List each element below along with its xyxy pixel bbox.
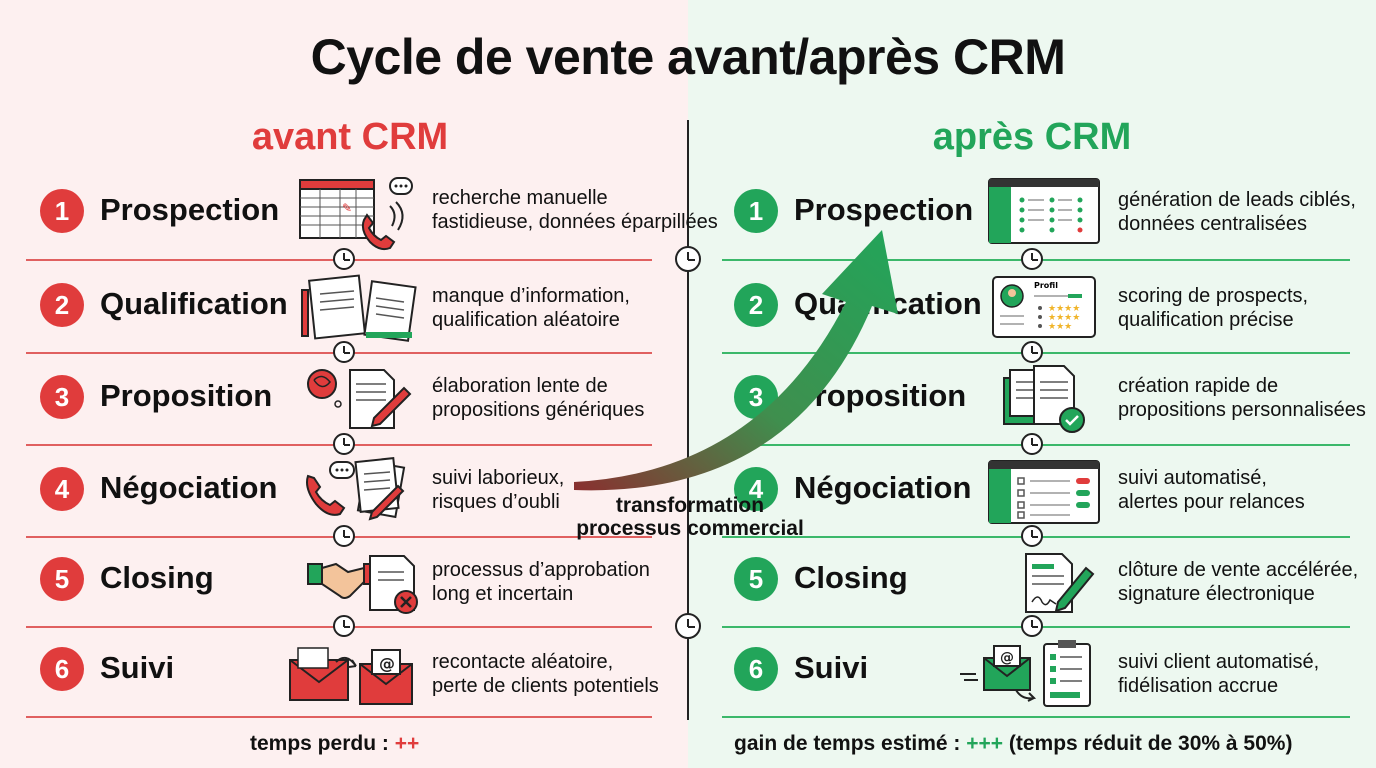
svg-text:★★★★: ★★★★ [1048,313,1080,323]
clock-icon [333,248,355,270]
step-number-badge: 4 [734,467,778,511]
stage-label: Qualification [100,286,288,321]
handshake-contract-icon [307,555,418,614]
profile-scoring-icon: Profil ★★★★★★★★★★★ [992,276,1096,338]
clock-icon [675,613,701,639]
stage-label: Prospection [794,192,974,227]
clock-icon [1021,433,1043,455]
phone-documents-icon [306,457,406,521]
document-pen-icon [307,369,412,429]
before-row-qualification: 2 Qualification [40,262,680,352]
clock-icon [1021,248,1043,270]
before-panel [0,0,688,768]
clock-icon [675,246,701,272]
page-title: Cycle de vente avant/après CRM [310,29,1066,85]
after-row-negociation: 4 Négociation [734,446,1354,536]
step-number-badge: 3 [40,375,84,419]
stage-label: Closing [100,560,214,595]
stage-label: Négociation [100,470,278,505]
step-number-badge: 4 [40,467,84,511]
stage-description: scoring de prospects,qualification préci… [1118,285,1309,331]
automation-dashboard-icon [988,460,1100,524]
stage-label: Proposition [100,378,273,413]
dashboard-icon [988,178,1100,244]
step-number-badge: 5 [40,557,84,601]
after-row-suivi: 6 Suivi [734,626,1354,716]
before-row-suivi: 6 Suivi [40,626,680,716]
stage-description: suivi automatisé,alertes pour relances [1118,467,1305,513]
stage-description: génération de leads ciblés,données centr… [1118,189,1356,235]
spreadsheet-phone-icon: ✎ [299,177,413,251]
step-number-badge: 2 [734,283,778,327]
stage-label: Suivi [794,650,869,685]
clock-icon [1021,525,1043,547]
svg-text:★★★★: ★★★★ [1048,304,1080,314]
document-check-icon [1003,365,1085,433]
before-row-proposition: 3 Proposition [40,354,680,444]
stage-label: Suivi [100,650,175,685]
svg-text:@: @ [1000,650,1014,666]
step-number-badge: 6 [40,647,84,691]
after-footer: gain de temps estimé : +++ (temps réduit… [734,732,1293,755]
stage-description: suivi client automatisé,fidélisation acc… [1118,651,1320,697]
email-checklist-icon: @ [960,640,1091,707]
notebook-icon [301,274,417,342]
step-number-badge: 2 [40,283,84,327]
after-heading: après CRM [932,116,1132,158]
clock-icon [1021,615,1043,637]
stage-description: suivi laborieux,risques d’oubli [432,467,565,513]
center-divider [687,120,689,720]
clock-icon [1021,341,1043,363]
transformation-arrow [574,230,898,491]
profile-label: Profil [1034,281,1058,290]
stage-description: manque d’information,qualification aléat… [432,285,630,331]
stage-description: recontacte aléatoire,perte de clients po… [432,651,659,697]
contract-signature-icon [1025,553,1095,613]
step-number-badge: 6 [734,647,778,691]
clock-icon [333,341,355,363]
clock-icon [333,525,355,547]
step-number-badge: 5 [734,557,778,601]
clock-icon [333,433,355,455]
before-row-prospection: 1 Prospection [40,168,680,258]
envelope-icon: @ [289,647,413,705]
row-separator [26,716,652,718]
svg-text:@: @ [379,654,395,673]
stage-label: Négociation [794,470,972,505]
step-number-badge: 1 [40,189,84,233]
before-row-negociation: 4 Négociation [40,446,680,536]
before-footer: temps perdu : ++ [250,732,420,755]
after-row-prospection: 1 Prospection [734,168,1354,258]
svg-text:✎: ✎ [342,201,352,215]
before-row-closing: 5 Closing [40,536,680,626]
stage-description: clôture de vente accélérée,signature éle… [1118,559,1359,605]
step-number-badge: 1 [734,189,778,233]
stage-label: Closing [794,560,908,595]
clock-icon [333,615,355,637]
after-row-closing: 5 Closing [734,536,1354,626]
svg-text:★★★: ★★★ [1048,322,1072,332]
before-heading: avant CRM [251,116,449,158]
stage-label: Prospection [100,192,280,227]
row-separator [722,716,1350,718]
